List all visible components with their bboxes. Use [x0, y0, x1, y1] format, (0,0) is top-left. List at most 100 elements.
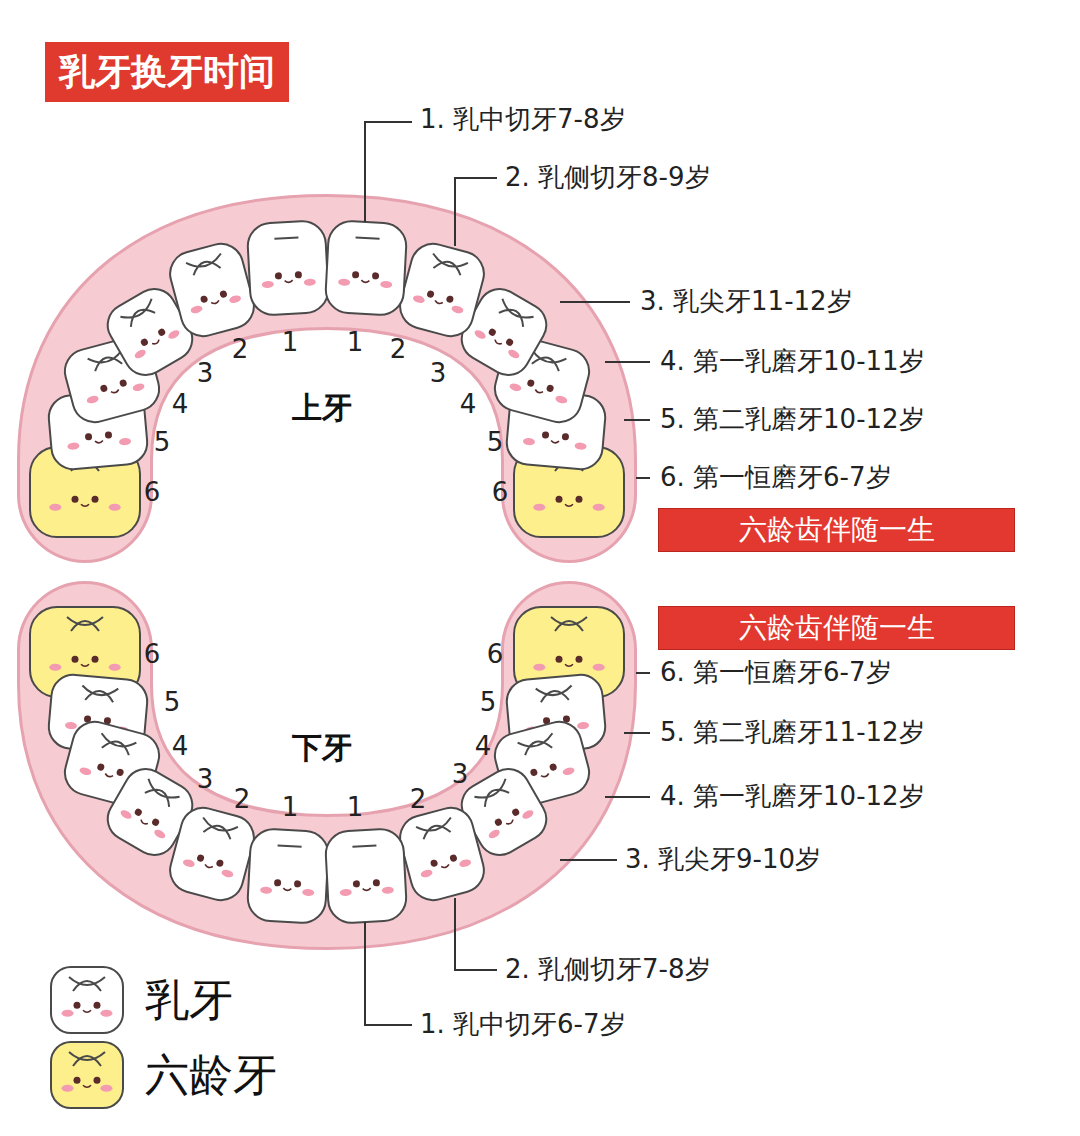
- tooth-number: 2: [232, 334, 249, 365]
- highlight-banner: 六龄齿伴随一生: [658, 508, 1015, 552]
- leader-line: [365, 922, 412, 1025]
- tooth-cheek: [412, 294, 425, 304]
- leader-line: [365, 122, 412, 222]
- tooth-crown-mark: [69, 1052, 105, 1066]
- tooth-cheek: [49, 504, 61, 511]
- tooth-cheek: [62, 1085, 74, 1092]
- tooth-number: 6: [144, 639, 161, 670]
- tooth-cheek: [340, 889, 352, 897]
- tooth-cheek: [221, 869, 234, 879]
- tooth-timing-label: 2. 乳侧切牙8-9岁: [505, 162, 711, 193]
- tooth: [247, 828, 330, 924]
- tooth-body: [247, 220, 330, 316]
- tooth-cheek: [49, 664, 61, 671]
- tooth-cheek: [338, 278, 350, 286]
- tooth-number: 2: [390, 334, 407, 365]
- tooth-number: 2: [410, 784, 427, 815]
- tooth-timing-label: 4. 第一乳磨牙10-12岁: [660, 781, 925, 812]
- tooth: [165, 239, 259, 341]
- tooth-crown-mark: [278, 845, 302, 846]
- tooth-number: 1: [282, 327, 299, 358]
- tooth-crown-mark: [120, 299, 158, 329]
- legend-swatch: [51, 967, 123, 1033]
- tooth-eye: [446, 295, 455, 304]
- tooth-crown-mark: [518, 733, 556, 756]
- banner-text: 六龄齿伴随一生: [739, 511, 935, 549]
- tooth-number: 5: [154, 427, 171, 458]
- tooth-eye: [94, 1077, 101, 1084]
- tooth-crown-mark: [551, 617, 587, 631]
- tooth-body: [165, 803, 259, 905]
- leader-line: [636, 477, 650, 479]
- tooth-number: 4: [172, 731, 189, 762]
- tooth-smile: [211, 300, 219, 304]
- tooth-crown-mark: [495, 299, 533, 329]
- tooth: [51, 1042, 123, 1108]
- tooth-cheek: [167, 328, 181, 340]
- tooth-eye: [140, 337, 150, 347]
- tooth-number: 1: [347, 327, 364, 358]
- tooth-eye: [97, 763, 106, 772]
- tooth: [325, 220, 408, 316]
- tooth-cheek: [507, 348, 521, 360]
- tooth-eye: [576, 496, 583, 503]
- tooth-smile: [283, 888, 291, 890]
- title-banner: 乳牙换牙时间: [45, 42, 289, 102]
- tooth-number: 6: [492, 477, 509, 508]
- tooth-timing-label: 5. 第二乳磨牙10-12岁: [660, 404, 925, 435]
- tooth: [395, 803, 489, 905]
- tooth-number: 4: [460, 389, 477, 420]
- tooth-cheek: [523, 438, 536, 446]
- tooth-cheek: [574, 442, 587, 450]
- tooth-cheek: [132, 382, 145, 392]
- leader-line: [624, 419, 650, 421]
- tooth-number: 3: [452, 759, 469, 790]
- tooth-cheek: [302, 889, 314, 897]
- tooth-number: 5: [480, 687, 497, 718]
- tooth-cheek: [153, 828, 167, 840]
- tooth-eye: [530, 768, 539, 777]
- tooth-crown-mark: [186, 253, 224, 276]
- tooth-crown-mark: [536, 686, 573, 703]
- tooth-body: [247, 828, 330, 924]
- tooth-body: [395, 803, 489, 905]
- tooth-cheek: [555, 395, 568, 405]
- tooth-timing-label: 1. 乳中切牙6-7岁: [420, 1009, 626, 1040]
- tooth-cheek: [109, 664, 121, 671]
- tooth-crown-mark: [274, 237, 298, 238]
- tooth-cheek: [228, 294, 241, 304]
- tooth-body: [165, 239, 259, 341]
- legend-text: 乳牙: [145, 974, 233, 1027]
- tooth-eye: [295, 271, 302, 278]
- tooth-eye: [134, 807, 144, 817]
- legend-text: 六龄牙: [145, 1049, 277, 1102]
- tooth-smile: [105, 774, 113, 778]
- tooth-smile: [506, 820, 514, 826]
- tooth-eye: [430, 859, 439, 868]
- tooth-cheek: [458, 858, 471, 868]
- tooth-crown-mark: [98, 733, 136, 756]
- tooth-crown-mark: [81, 686, 118, 703]
- tooth-cheek: [67, 442, 80, 450]
- tooth-cheek: [260, 886, 272, 894]
- tooth-crown-mark: [356, 237, 380, 238]
- leader-line: [560, 301, 630, 303]
- tooth-eye: [119, 379, 128, 388]
- tooth-eye: [562, 433, 570, 441]
- tooth-crown-mark: [67, 617, 103, 631]
- tooth-eye: [100, 384, 109, 393]
- tooth-eye: [157, 327, 167, 337]
- tooth: [51, 967, 123, 1033]
- title-text: 乳牙换牙时间: [59, 48, 275, 97]
- tooth-eye: [275, 272, 282, 279]
- tooth-timing-label: 5. 第二乳磨牙11-12岁: [660, 717, 925, 748]
- tooth-eye: [546, 384, 555, 393]
- tooth-number: 5: [487, 427, 504, 458]
- tooth-smile: [205, 864, 213, 868]
- tooth-eye: [549, 763, 558, 772]
- tooth-cheek: [109, 504, 121, 511]
- tooth-smile: [140, 820, 148, 826]
- tooth-cheek: [79, 766, 92, 776]
- tooth-cheek: [533, 664, 545, 671]
- tooth-eye: [373, 879, 380, 886]
